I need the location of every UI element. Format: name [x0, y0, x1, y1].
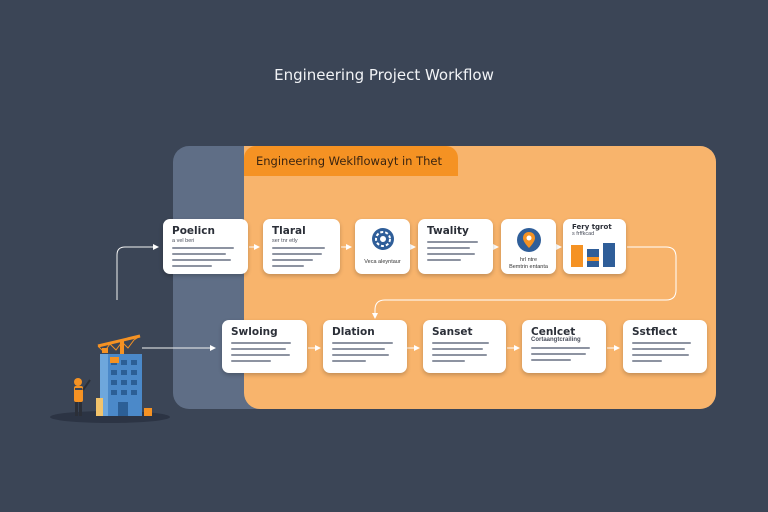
step-text-lines: [531, 347, 597, 365]
step-card-bottom-2[interactable]: Dlation: [323, 320, 407, 373]
step-title: Cenlcet: [531, 326, 576, 338]
step-text-lines: [632, 342, 698, 366]
connector-start-arrow: [116, 244, 159, 300]
crane-icon: [97, 334, 141, 360]
step-title: Swloing: [231, 326, 278, 338]
step-title: Sanset: [432, 326, 473, 338]
step-title: Poelicn: [172, 225, 215, 237]
step-text-lines: [432, 342, 497, 366]
construction-illustration: [50, 334, 170, 423]
worker-icon: [74, 378, 91, 416]
step-text-lines: [332, 342, 398, 366]
step-title: Tlaral: [272, 225, 306, 237]
step-subtitle: s frffkcad: [572, 231, 595, 237]
step-card-top-6[interactable]: Fery tgrot s frffkcad: [563, 219, 626, 274]
location-pin-icon: [516, 227, 542, 258]
workflow-panel-tab-label: Engineering Weklflowayt in Thet: [256, 154, 443, 168]
step-text-lines: [272, 247, 331, 271]
step-text-lines: [427, 241, 484, 265]
step-subtitle: a vel beri: [172, 238, 195, 244]
step-card-bottom-1[interactable]: Swloing: [222, 320, 307, 373]
page-title: Engineering Project Workflow: [274, 66, 494, 84]
step-card-top-1[interactable]: Poelicn a vel beri: [163, 219, 248, 274]
step-card-top-5[interactable]: hrl ntre Bemtrin entanta: [501, 219, 556, 274]
step-subtitle: ser tnr etly: [272, 238, 298, 244]
step-caption: hrl ntre Bemtrin entanta: [509, 257, 548, 270]
step-text-lines: [172, 247, 239, 271]
step-title: Dlation: [332, 326, 375, 338]
connector-loop: [372, 246, 677, 319]
step-card-bottom-5[interactable]: Sstflect: [623, 320, 707, 373]
step-caption: Veca aleyntaur: [364, 259, 401, 265]
building-icon: [96, 354, 152, 416]
step-card-top-2[interactable]: Tlaral ser tnr etly: [263, 219, 340, 274]
bar-chart-icon: [570, 241, 618, 272]
step-subtitle: Cortaangtcrailing: [531, 337, 581, 343]
workflow-panel-tab[interactable]: Engineering Weklflowayt in Thet: [244, 146, 458, 176]
step-card-top-4[interactable]: Twality: [418, 219, 493, 274]
step-title: Sstflect: [632, 326, 677, 338]
step-card-bottom-3[interactable]: Sanset: [423, 320, 506, 373]
gear-icon: [371, 227, 395, 256]
step-card-top-3[interactable]: Veca aleyntaur: [355, 219, 410, 274]
step-text-lines: [231, 342, 298, 366]
step-title: Twality: [427, 225, 469, 237]
step-card-bottom-4[interactable]: Cenlcet Cortaangtcrailing: [522, 320, 606, 373]
step-title: Fery tgrot: [572, 223, 612, 231]
